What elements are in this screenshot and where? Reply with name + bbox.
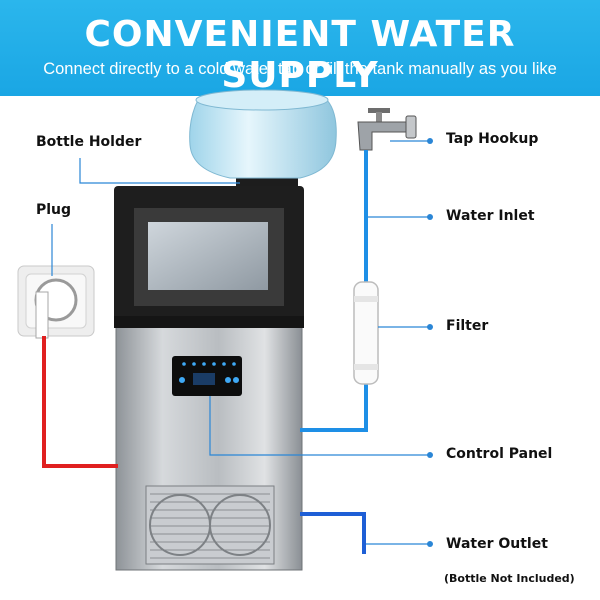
water-bottle [189,89,337,190]
page-title: CONVENIENT WATER SUPPLY [84,14,516,96]
leader-lines [51,140,430,545]
label-plug: Plug [36,202,72,218]
label-control-panel: Control Panel [446,446,553,462]
wall-outlet [17,265,95,339]
leader-dots [427,138,433,547]
ice-maker-body [114,186,304,571]
label-water-outlet: Water Outlet [446,536,548,552]
label-water-inlet: Water Inlet [446,208,535,224]
page-subtitle: Connect directly to a cold water tap or … [43,60,557,78]
water-inlet-line [300,150,368,432]
header-banner: CONVENIENT WATER SUPPLY Connect directly… [0,0,600,96]
water-outlet-line [300,512,366,554]
label-bottle-holder: Bottle Holder [36,134,142,150]
bottle-not-included-note: (Bottle Not Included) [444,572,575,585]
power-cord [42,336,118,468]
label-tap-hookup: Tap Hookup [446,131,539,147]
label-filter: Filter [446,318,489,334]
tap-faucet [357,108,417,151]
filter-cartridge [353,281,379,385]
